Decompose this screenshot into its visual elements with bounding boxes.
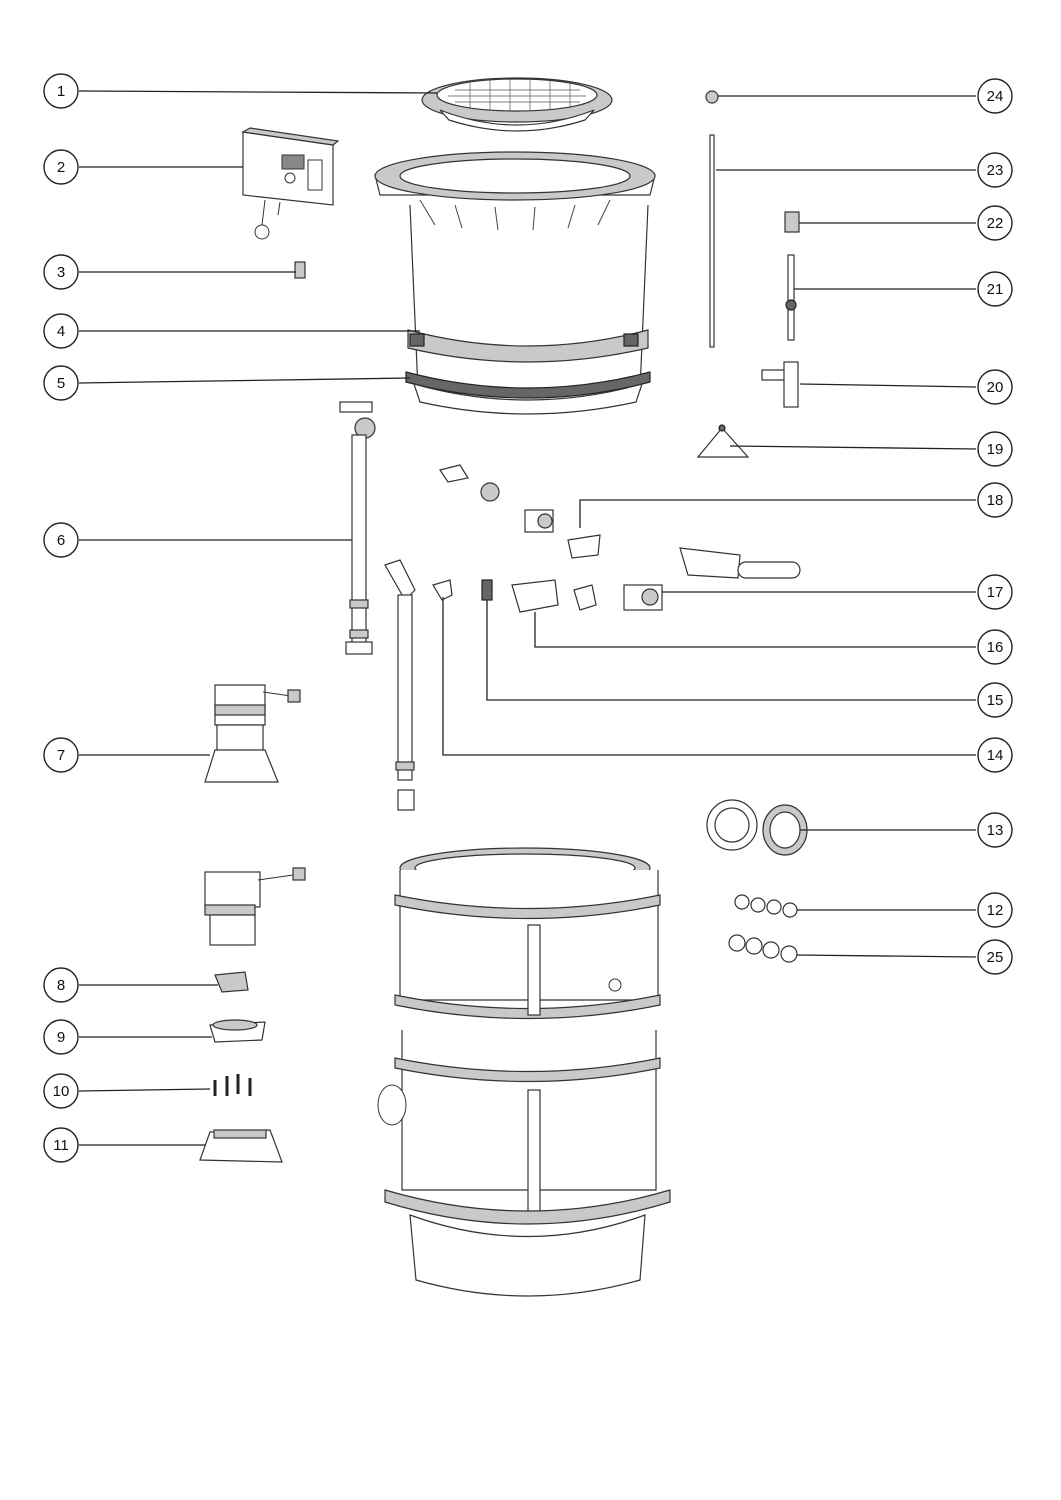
callout-circle	[977, 152, 1013, 188]
callout-number: 18	[987, 492, 1004, 509]
part-25-rings	[728, 934, 798, 963]
callout-3: 3	[43, 254, 79, 290]
callout-8: 8	[43, 967, 79, 1003]
callout-25: 25	[977, 939, 1013, 975]
callout-circle	[43, 1019, 79, 1055]
callout-number: 2	[57, 159, 65, 176]
callout-circle	[43, 365, 79, 401]
leader-lines	[78, 90, 977, 1146]
part-7-pump	[204, 684, 301, 783]
callout-number: 10	[53, 1083, 70, 1100]
pipe-assembly	[384, 559, 416, 811]
callout-9: 9	[43, 1019, 79, 1055]
callout-number: 9	[57, 1029, 65, 1046]
part-1-grate-cover	[421, 77, 613, 132]
callout-number: 1	[57, 83, 65, 100]
callout-circle	[977, 574, 1013, 610]
callout-circle	[977, 629, 1013, 665]
part-8	[214, 971, 249, 993]
callout-10: 10	[43, 1073, 79, 1109]
callout-number: 5	[57, 375, 65, 392]
callout-circle	[43, 254, 79, 290]
callout-7: 7	[43, 737, 79, 773]
callout-15: 15	[977, 682, 1013, 718]
callout-number: 20	[987, 379, 1004, 396]
callout-number: 17	[987, 584, 1004, 601]
callout-2: 2	[43, 149, 79, 185]
part-2-control-unit	[241, 127, 340, 240]
callout-number: 4	[57, 323, 65, 340]
right-column-parts	[696, 90, 800, 458]
part-10-screws	[213, 1074, 252, 1096]
callout-circle	[977, 482, 1013, 518]
callout-circle	[43, 73, 79, 109]
part-12-rings	[734, 894, 798, 918]
callout-14: 14	[977, 737, 1013, 773]
callout-circle	[43, 1073, 79, 1109]
pump-2	[204, 867, 306, 946]
callout-number: 15	[987, 692, 1004, 709]
callout-number: 11	[53, 1137, 69, 1154]
callout-number: 19	[987, 441, 1004, 458]
callout-23: 23	[977, 152, 1013, 188]
lower-tank	[377, 847, 671, 1297]
fittings	[432, 464, 801, 613]
part-3-plug	[294, 261, 306, 279]
callout-bubbles: 1234567891011121314151617181920212223242…	[43, 73, 1013, 1163]
part-6-pipe	[339, 401, 376, 655]
callout-circle	[977, 431, 1013, 467]
callout-number: 23	[987, 162, 1004, 179]
callout-1: 1	[43, 73, 79, 109]
callout-circle	[977, 78, 1013, 114]
callout-circle	[43, 737, 79, 773]
callout-number: 14	[987, 747, 1004, 764]
callout-24: 24	[977, 78, 1013, 114]
callout-19: 19	[977, 431, 1013, 467]
callout-circle	[977, 682, 1013, 718]
callout-number: 16	[987, 639, 1004, 656]
part-11-base	[199, 1129, 283, 1163]
callout-number: 24	[987, 88, 1004, 105]
callout-6: 6	[43, 522, 79, 558]
callout-11: 11	[43, 1127, 79, 1163]
callout-13: 13	[977, 812, 1013, 848]
callout-number: 7	[57, 747, 65, 764]
callout-circle	[43, 313, 79, 349]
callout-4: 4	[43, 313, 79, 349]
callout-circle	[43, 1127, 79, 1163]
callout-16: 16	[977, 629, 1013, 665]
callout-number: 6	[57, 532, 65, 549]
callout-20: 20	[977, 369, 1013, 405]
callout-circle	[977, 737, 1013, 773]
callout-12: 12	[977, 892, 1013, 928]
callout-circle	[43, 967, 79, 1003]
callout-number: 3	[57, 264, 65, 281]
callout-circle	[977, 369, 1013, 405]
callout-number: 25	[987, 949, 1004, 966]
callout-circle	[977, 271, 1013, 307]
callout-number: 22	[987, 215, 1004, 232]
upper-shaft	[374, 151, 656, 415]
callout-circle	[977, 205, 1013, 241]
callout-circle	[977, 892, 1013, 928]
callout-21: 21	[977, 271, 1013, 307]
part-9	[209, 1019, 266, 1043]
callout-5: 5	[43, 365, 79, 401]
callout-circle	[43, 522, 79, 558]
callout-number: 8	[57, 977, 65, 994]
callout-circle	[977, 939, 1013, 975]
callout-17: 17	[977, 574, 1013, 610]
callout-number: 12	[987, 902, 1004, 919]
callout-circle	[43, 149, 79, 185]
part-13-rings	[706, 799, 808, 856]
callout-number: 21	[987, 281, 1004, 298]
callout-22: 22	[977, 205, 1013, 241]
callout-circle	[977, 812, 1013, 848]
callout-number: 13	[987, 822, 1004, 839]
callout-18: 18	[977, 482, 1013, 518]
